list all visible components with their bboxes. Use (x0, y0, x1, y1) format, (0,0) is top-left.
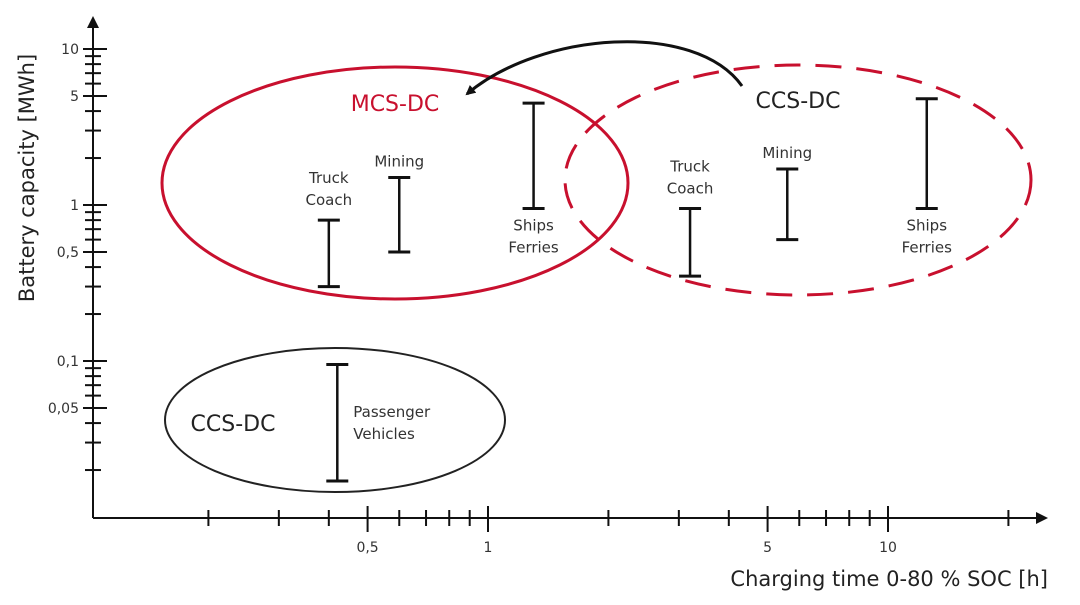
range-label-line: Ferries (902, 238, 953, 256)
range-label-line: Mining (374, 153, 424, 171)
x-tick-label-0-5: 0,5 (356, 540, 378, 556)
range-bar-mining: Mining (762, 144, 812, 242)
range-label-line: Ships (906, 216, 947, 234)
range-label: Mining (374, 153, 424, 171)
y-tick-label-0-5: 0,5 (57, 245, 79, 261)
y-tick-label-1: 1 (70, 198, 79, 214)
y-axis-arrow (87, 16, 99, 28)
range-label-line: Truck (669, 157, 710, 175)
range-label-line: Coach (306, 191, 353, 209)
region-ccs-dc-heavy-label: CCS-DC (756, 89, 841, 114)
region-mcs-dc-ellipse (160, 65, 630, 301)
y-tick-label-0-1: 0,1 (57, 354, 79, 370)
transition-arrow (465, 40, 744, 96)
region-ccs-dc-heavy-ellipse (563, 63, 1033, 297)
regions: MCS-DC CCS-DC CCS-DC (160, 40, 1033, 493)
y-tick-label-10: 10 (61, 42, 79, 58)
y-axis-title: Battery capacity [MWh] (15, 54, 39, 302)
range-label-line: Passenger (353, 403, 431, 421)
x-tick-label-1: 1 (484, 540, 493, 556)
y-tick-label-5: 5 (70, 89, 79, 105)
range-label-line: Mining (762, 144, 812, 162)
range-bar-mining: Mining (374, 153, 424, 254)
range-label-line: Vehicles (353, 425, 415, 443)
x-axis-title: Charging time 0-80 % SOC [h] (730, 567, 1048, 591)
region-ccs-dc-passenger-label: CCS-DC (191, 412, 276, 437)
range-label: Mining (762, 144, 812, 162)
y-tick-label-0-05: 0,05 (48, 401, 79, 417)
axes (87, 16, 1048, 524)
region-ccs-dc-passenger-ellipse (164, 347, 506, 493)
range-label-line: Ships (513, 216, 554, 234)
range-label-line: Coach (667, 179, 714, 197)
x-tick-label-5: 5 (763, 540, 772, 556)
x-axis-arrow (1036, 512, 1048, 524)
y-ticks: 10 5 1 0,5 0,1 0,05 (48, 42, 107, 472)
x-tick-label-10: 10 (879, 540, 897, 556)
range-label-line: Ferries (508, 238, 559, 256)
x-ticks: 0,5 1 5 10 (207, 506, 1010, 556)
region-mcs-dc-label: MCS-DC (351, 92, 440, 117)
range-label-line: Truck (308, 169, 349, 187)
